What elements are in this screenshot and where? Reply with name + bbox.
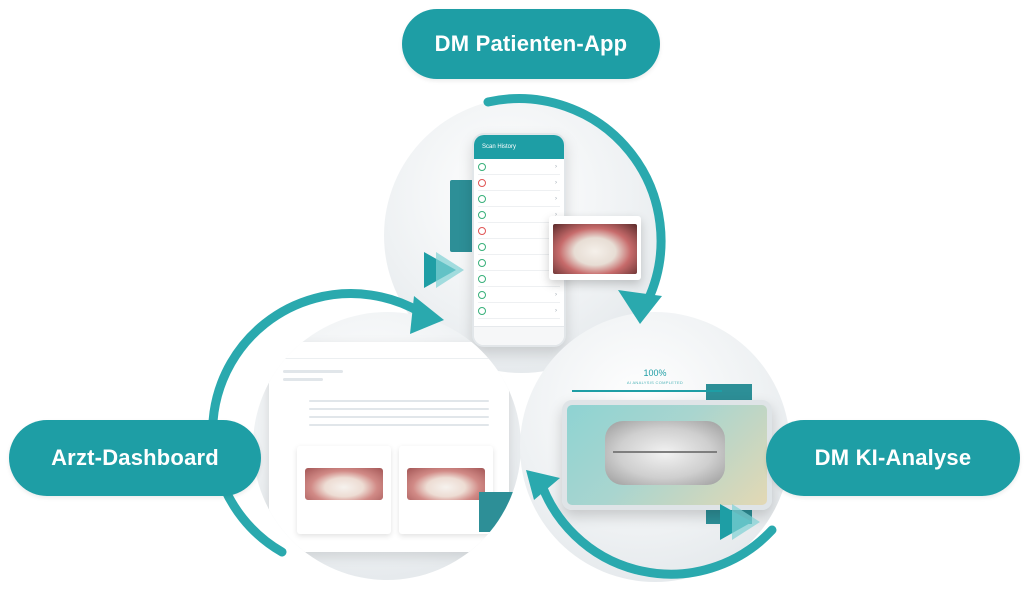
ai-progress-status: AI ANALYSIS COMPLETED: [626, 380, 684, 385]
list-item: ›: [478, 160, 560, 175]
list-item: ›: [478, 208, 560, 223]
ai-phone-mockup: [562, 400, 772, 510]
ai-progress-value: 100%: [643, 368, 667, 378]
dashboard-top-bar: [269, 342, 509, 359]
label-doctor-dashboard: Arzt-Dashboard: [9, 420, 261, 496]
ai-analysis-visual: 100% AI ANALYSIS COMPLETED: [520, 312, 790, 582]
list-item: ›: [478, 176, 560, 191]
decorative-block: [479, 492, 513, 532]
teeth-photo: [553, 224, 637, 274]
play-triangle-icon: [720, 504, 760, 540]
dashboard-scan-card: [297, 446, 391, 534]
ai-progress-bar: [572, 390, 722, 392]
phone-header-title: Scan History: [482, 144, 517, 150]
phone-header: Scan History: [474, 135, 564, 159]
label-patient-app: DM Patienten-App: [402, 9, 660, 79]
dental-3d-model: [605, 421, 725, 485]
phone-tab-bar: [474, 326, 564, 345]
teeth-photo-card: [549, 216, 641, 280]
list-item: ›: [478, 288, 560, 303]
play-triangle-icon: [424, 252, 464, 288]
dashboard-scan-card: [399, 446, 493, 534]
label-ai-analysis: DM KI-Analyse: [766, 420, 1020, 496]
list-item: ›: [478, 304, 560, 319]
dashboard-mockup: [269, 342, 509, 552]
doctor-dashboard-visual: [253, 312, 521, 580]
phone-mockup: Scan History › › › › › › › › › ›: [472, 133, 566, 347]
list-item: ›: [478, 192, 560, 207]
